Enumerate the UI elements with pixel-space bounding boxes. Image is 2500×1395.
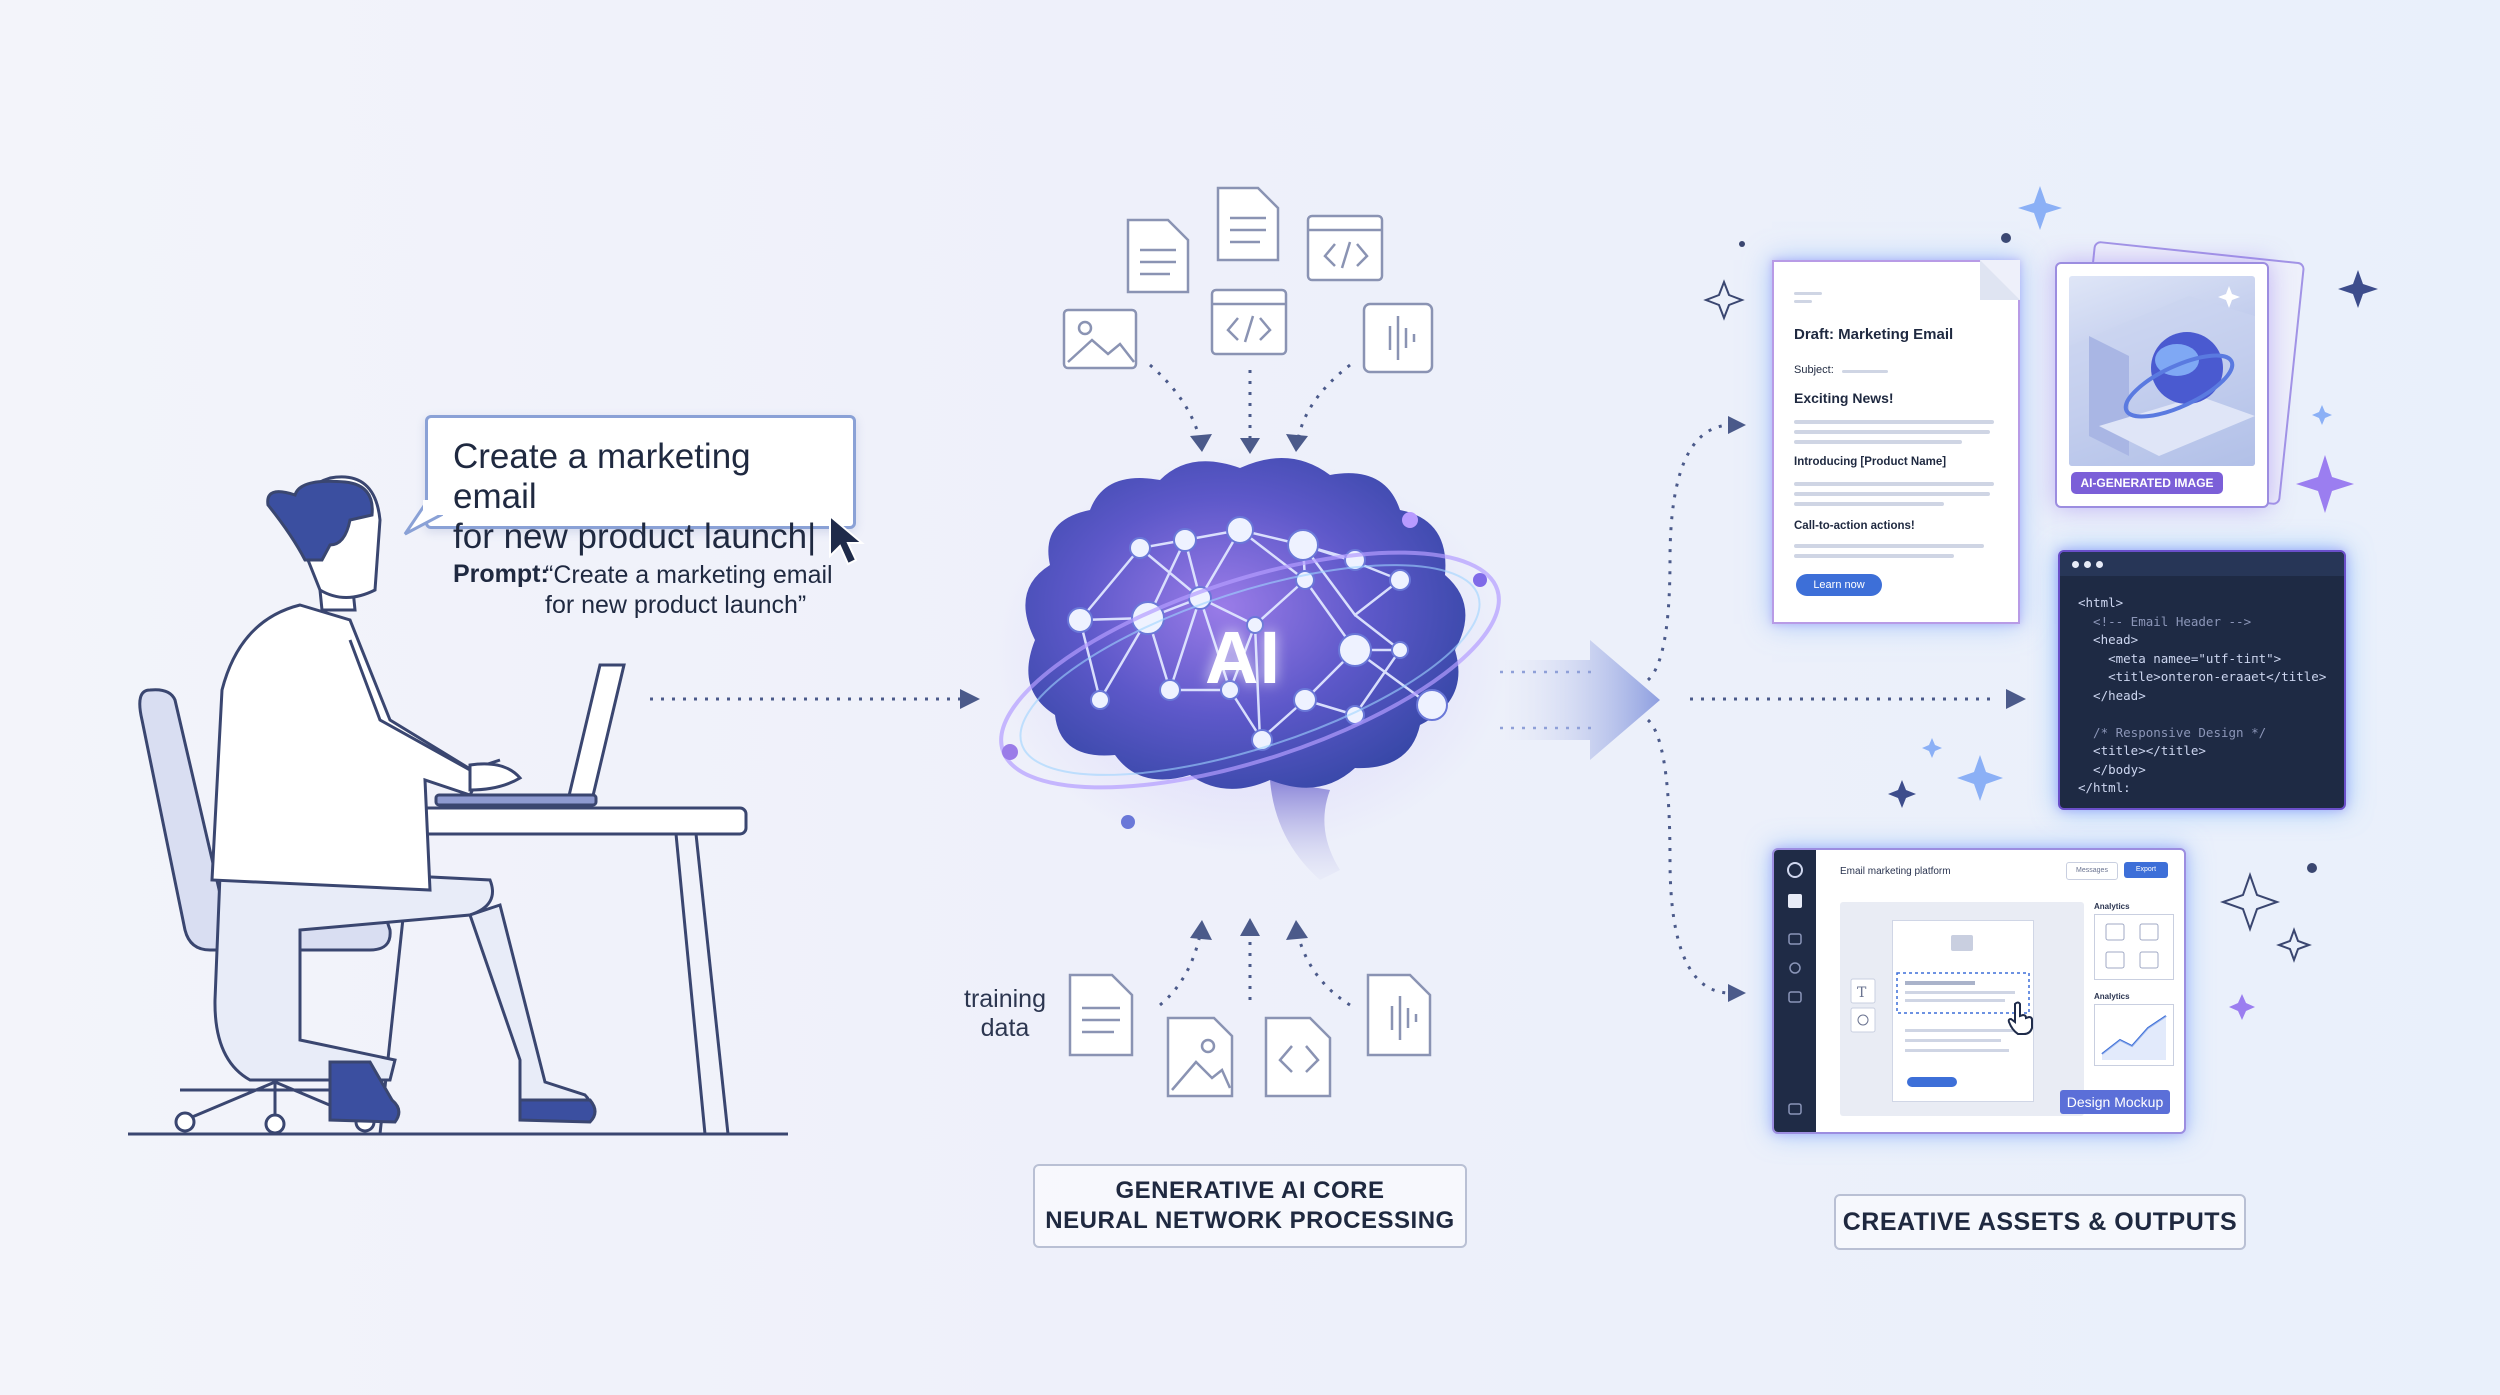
- email-cta: Call-to-action actions!: [1794, 520, 1915, 532]
- document-icon: [1068, 973, 1134, 1057]
- ai-label: AI: [1205, 616, 1281, 699]
- prompt-bubble: [425, 415, 856, 529]
- svg-text:T: T: [1857, 985, 1867, 1001]
- prompt-caption: “Create a marketing email for new produc…: [545, 561, 833, 619]
- training-data-label: training data: [964, 985, 1046, 1042]
- mockup-analytics-label-1: Analytics: [2094, 902, 2130, 911]
- email-heading: Exciting News!: [1794, 390, 1894, 406]
- design-mockup-card: Email marketing platform Messages Export…: [1772, 848, 2186, 1134]
- mockup-tools: T: [1850, 978, 1876, 1033]
- generated-image: [2069, 276, 2255, 466]
- email-draft-card: Draft: Marketing Email Subject: Exciting…: [1772, 260, 2020, 624]
- cursor-icon: [829, 513, 865, 566]
- code-icon: [1306, 214, 1384, 282]
- brain-stem: [1270, 780, 1340, 880]
- document-icon: [1216, 186, 1280, 262]
- mockup-secondary-button[interactable]: Messages: [2066, 862, 2118, 880]
- audio-icon: [1366, 973, 1432, 1057]
- flow-arrows-top: [1149, 363, 1351, 441]
- output-arrow: [1505, 640, 1660, 760]
- document-icon: [1126, 218, 1190, 294]
- desk: [351, 806, 748, 1135]
- bubble-tail: [403, 500, 443, 536]
- mockup-analytics-label-2: Analytics: [2094, 992, 2130, 1001]
- ai-image-card: AI-GENERATED IMAGE: [2055, 262, 2269, 508]
- flow-arrows-bottom: [1159, 934, 1351, 1007]
- code-icon: [1264, 1016, 1332, 1098]
- sparkle-icon: [1703, 186, 2378, 1020]
- mockup-line-chart: [2094, 1004, 2174, 1066]
- image-icon: [1166, 1016, 1234, 1098]
- core-caption-line-2: NEURAL NETWORK PROCESSING: [1045, 1207, 1455, 1234]
- core-caption-box: GENERATIVE AI CORE NEURAL NETWORK PROCES…: [1033, 1164, 1467, 1248]
- mockup-analytics-grid: [2094, 914, 2174, 980]
- mockup-sidebar: [1774, 850, 1816, 1132]
- hand-cursor-icon: [2007, 1001, 2033, 1035]
- prompt-line-1: Create a marketing email: [453, 437, 751, 516]
- email-subject-label: Subject:: [1794, 364, 1834, 376]
- prompt-label: Prompt:: [453, 560, 549, 588]
- prompt-line-2: for new product launch|: [453, 517, 817, 556]
- ai-generated-badge: AI-GENERATED IMAGE: [2071, 472, 2223, 494]
- flow-arrows-outputs: [1646, 423, 1995, 995]
- prompt-input-text[interactable]: Create a marketing email for new product…: [453, 437, 833, 557]
- laptop: [434, 663, 626, 807]
- outputs-caption-box: CREATIVE ASSETS & OUTPUTS: [1834, 1194, 2246, 1250]
- mockup-title: Email marketing platform: [1840, 866, 1951, 877]
- design-mockup-badge: Design Mockup: [2060, 1090, 2170, 1114]
- core-caption-line-1: GENERATIVE AI CORE: [1115, 1177, 1385, 1204]
- code-output-card: <html> <!-- Email Header --> <head> <met…: [2058, 550, 2346, 810]
- code-icon: [1210, 288, 1288, 356]
- code-snippet: <html> <!-- Email Header --> <head> <met…: [2078, 595, 2327, 795]
- audio-icon: [1362, 302, 1434, 374]
- email-intro: Introducing [Product Name]: [1794, 456, 1947, 468]
- input-icons-top: [1062, 186, 1434, 374]
- training-icons: [1068, 973, 1432, 1098]
- learn-now-button[interactable]: Learn now: [1796, 574, 1882, 596]
- person: [210, 475, 597, 1124]
- email-title: Draft: Marketing Email: [1794, 326, 1954, 343]
- mockup-primary-button[interactable]: Export: [2124, 862, 2168, 878]
- image-icon: [1062, 308, 1138, 370]
- mockup-email-preview: [1892, 920, 2034, 1102]
